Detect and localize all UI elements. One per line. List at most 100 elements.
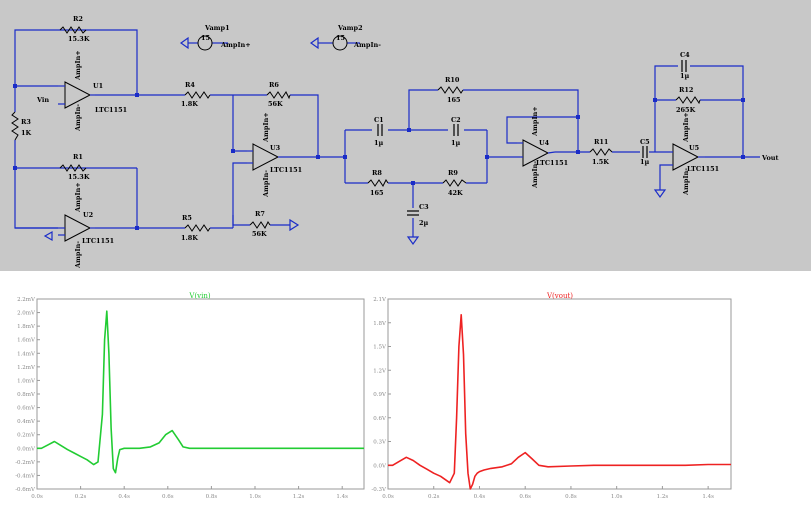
u4-symbol: [522, 139, 550, 167]
x-tick-label: 1.4s: [702, 494, 714, 500]
r7-ref: R7: [255, 210, 265, 218]
u5-symbol: [672, 143, 700, 171]
x-tick-label: 0.4s: [474, 494, 486, 500]
u2-supply-neg: AmpIn-: [74, 241, 82, 269]
u2-ref: U2: [83, 211, 93, 219]
plot-vout-y-ticks: -0.3V0.0V0.3V0.6V0.9V1.2V1.5V1.8V2.1V: [371, 297, 391, 493]
x-tick-label: 0.8s: [565, 494, 577, 500]
r12-symbol: [675, 96, 701, 105]
y-tick-label: 1.2mV: [17, 365, 36, 371]
r2-value: 15.3K: [68, 35, 90, 43]
u4-supply-pos: AmpIn+: [531, 106, 539, 137]
vamp1-value: 15: [201, 34, 211, 42]
x-tick-label: 0.0s: [382, 494, 394, 500]
y-tick-label: -0.6mV: [15, 487, 36, 493]
y-tick-label: 0.0V: [373, 463, 387, 469]
y-tick-label: 1.2V: [373, 368, 387, 374]
r4-value: 1.8K: [181, 100, 198, 108]
r4-symbol: [184, 91, 211, 99]
vamp2-net: AmpIn-: [353, 41, 381, 49]
c4-value: 1µ: [680, 72, 690, 80]
ground-c3: [406, 236, 420, 246]
u5-ref: U5: [689, 144, 700, 152]
vamp2-symbol: [332, 35, 348, 51]
schematic-background: [0, 0, 811, 271]
c2-value: 1µ: [451, 139, 461, 147]
r6-value: 56K: [268, 100, 283, 108]
x-tick-label: 1.0s: [249, 494, 261, 500]
u3-supply-pos: AmpIn+: [262, 112, 270, 143]
y-tick-label: 1.8mV: [17, 324, 36, 330]
plot-vin-frame: [36, 298, 365, 490]
ground-vamp2: [309, 36, 319, 50]
r11-value: 1.5K: [592, 158, 609, 166]
y-tick-label: 2.2mV: [17, 297, 36, 303]
opamp-stubs: [58, 85, 705, 236]
r6-symbol: [266, 91, 291, 100]
r12-value: 265K: [676, 106, 696, 114]
u4-supply-neg: AmpIn-: [531, 161, 539, 189]
vin-label: Vin: [36, 96, 49, 104]
c4-ref: C4: [680, 51, 690, 59]
x-tick-label: 0.6s: [519, 494, 531, 500]
plot-vin-title: V(vin): [188, 292, 210, 300]
plot-vin-y-ticks: -0.6mV-0.4mV-0.2mV0.0mV0.2mV0.4mV0.6mV0.…: [15, 297, 40, 493]
circuit-schematic: Vamp1 15 AmpIn+ Vamp2 15 AmpIn- R2 15.3K…: [0, 0, 811, 271]
u2-supply-pos: AmpIn+: [74, 182, 82, 213]
r7-value: 56K: [252, 230, 267, 238]
y-tick-label: -0.2mV: [15, 460, 36, 466]
r1-value: 15.3K: [68, 173, 90, 181]
u3-symbol: [252, 143, 280, 171]
x-tick-label: 0.4s: [118, 494, 130, 500]
r9-ref: R9: [448, 169, 458, 177]
c3-ref: C3: [419, 203, 429, 211]
y-tick-label: 1.8V: [373, 321, 387, 327]
y-tick-label: 2.0mV: [17, 311, 36, 317]
y-tick-label: 1.0mV: [17, 378, 36, 384]
junctions: [13, 84, 745, 230]
x-tick-label: 0.0s: [31, 494, 43, 500]
x-tick-label: 1.2s: [293, 494, 305, 500]
c1-value: 1µ: [374, 139, 384, 147]
x-tick-label: 1.0s: [611, 494, 623, 500]
y-tick-label: 0.0mV: [17, 446, 36, 452]
r6-ref: R6: [269, 81, 279, 89]
r3-value: 1K: [21, 129, 32, 137]
wires: [14, 29, 760, 237]
y-tick-label: 0.2mV: [17, 433, 36, 439]
r9-symbol: [442, 179, 467, 187]
u1-supply-neg: AmpIn-: [74, 104, 82, 132]
opamp-symbols: [64, 81, 700, 242]
ground-u2: [43, 230, 53, 242]
plot-vout-trace: [388, 313, 731, 490]
component-labels: Vamp1 15 AmpIn+ Vamp2 15 AmpIn- R2 15.3K…: [21, 15, 779, 269]
y-tick-label: 0.8mV: [17, 392, 36, 398]
y-tick-label: 0.9V: [373, 392, 387, 398]
y-tick-label: 1.4mV: [17, 351, 36, 357]
r1-symbol: [59, 164, 87, 172]
u1-model: LTC1151: [95, 106, 127, 114]
r1-ref: R1: [73, 153, 83, 161]
ground-symbols: [43, 36, 667, 246]
r4-ref: R4: [185, 81, 195, 89]
ground-u5: [653, 189, 667, 199]
vamp2-ref: Vamp2: [337, 24, 363, 32]
vamp2-value: 15: [336, 34, 346, 42]
c5-ref: C5: [640, 138, 650, 146]
r3-ref: R3: [21, 118, 31, 126]
r10-value: 165: [447, 96, 461, 104]
voltage-sources: [197, 35, 348, 51]
u3-supply-neg: AmpIn-: [262, 170, 270, 198]
capacitor-symbols: [377, 60, 687, 216]
x-tick-label: 0.6s: [162, 494, 174, 500]
r9-value: 42K: [448, 189, 463, 197]
vamp1-symbol: [197, 35, 213, 51]
y-tick-label: -0.3V: [371, 487, 387, 493]
r7-symbol: [249, 221, 271, 229]
u5-supply-pos: AmpIn+: [682, 112, 690, 143]
r8-value: 165: [370, 189, 384, 197]
